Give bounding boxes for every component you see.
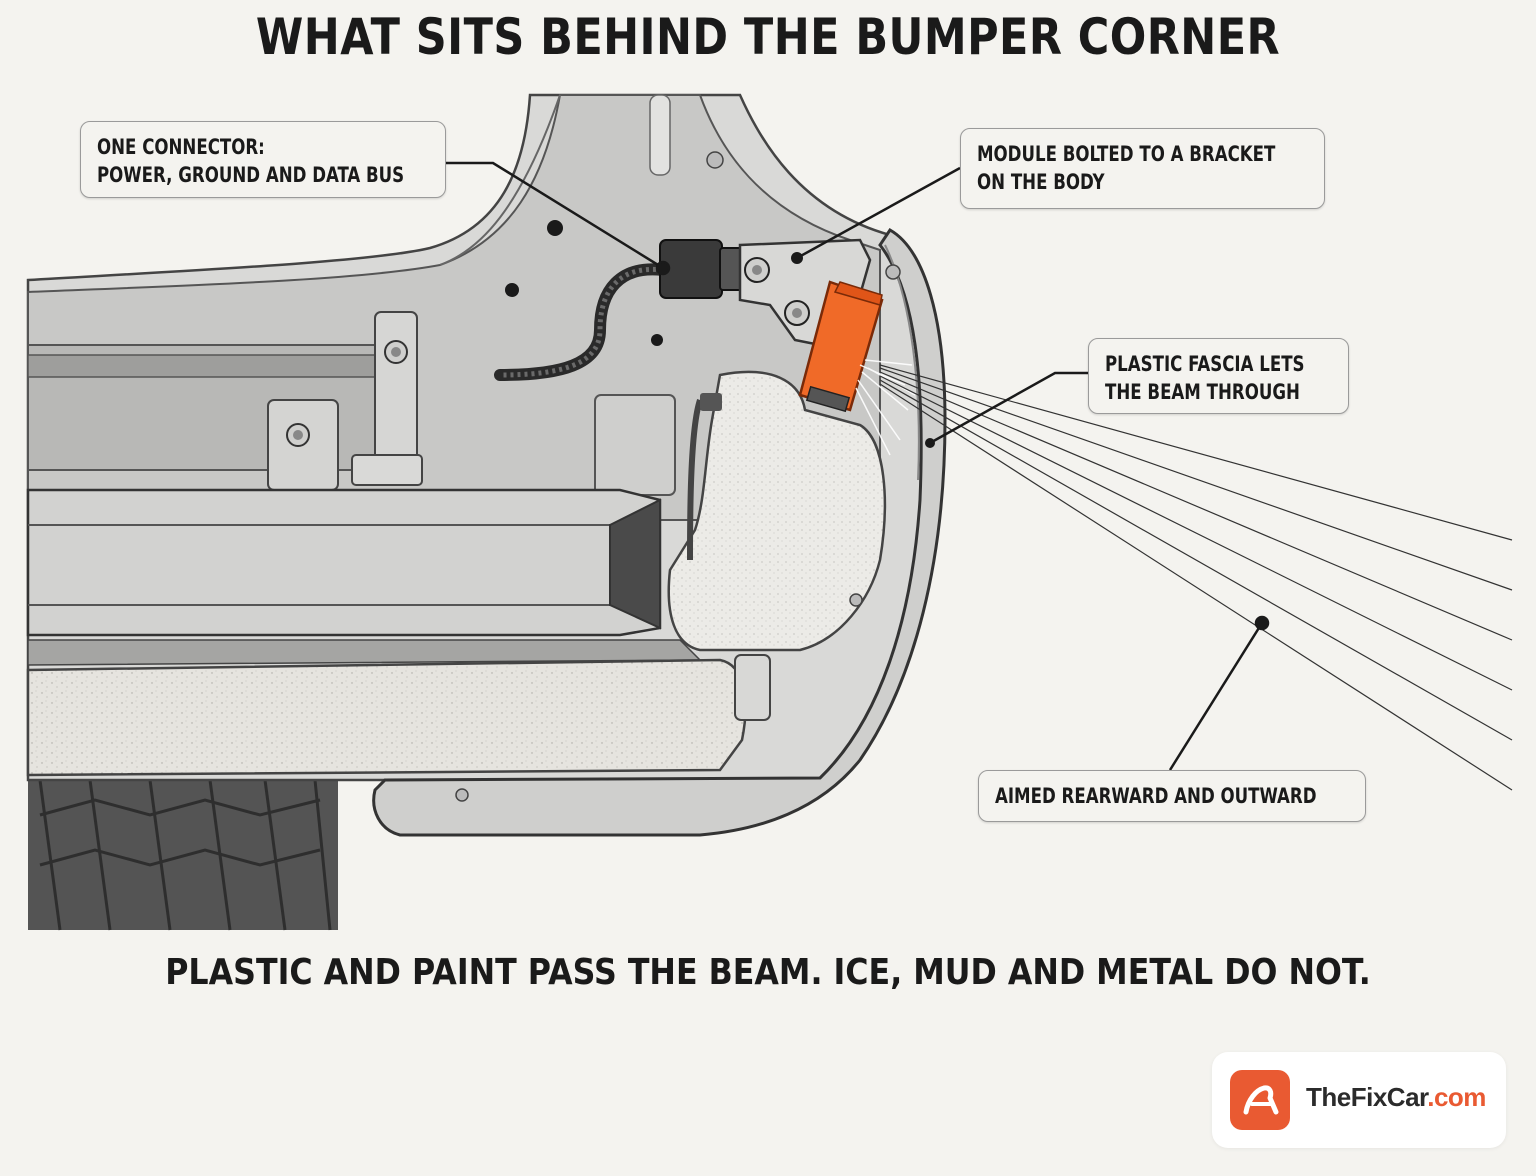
foam-absorber xyxy=(26,654,771,777)
radar-beam-lines xyxy=(879,364,1513,791)
logo-name: TheFixCar xyxy=(1306,1082,1428,1112)
wiring-harness xyxy=(494,263,669,381)
callout-module: MODULE BOLTED TO A BRACKET ON THE BODY xyxy=(960,128,1325,209)
callout-fascia-line2: THE BEAM THROUGH xyxy=(1105,380,1300,404)
callout-module-line1: MODULE BOLTED TO A BRACKET xyxy=(977,142,1276,166)
radar-module xyxy=(798,280,884,413)
callout-fascia: PLASTIC FASCIA LETS THE BEAM THROUGH xyxy=(1088,338,1349,414)
callout-connector-line1: ONE CONNECTOR: xyxy=(97,135,265,159)
logo-wordmark: TheFixCar.com xyxy=(1306,1082,1486,1113)
bottom-caption: PLASTIC AND PAINT PASS THE BEAM. ICE, MU… xyxy=(165,952,1371,993)
logo-tld: .com xyxy=(1427,1082,1486,1112)
callout-module-line2: ON THE BODY xyxy=(977,170,1105,194)
callout-aim-line1: AIMED REARWARD AND OUTWARD xyxy=(995,784,1317,808)
bumper-beam xyxy=(26,488,702,666)
page-title: WHAT SITS BEHIND THE BUMPER CORNER xyxy=(255,8,1281,66)
tfc-logo-icon xyxy=(1230,1070,1290,1130)
leader-lines xyxy=(445,161,1270,771)
callout-connector: ONE CONNECTOR: POWER, GROUND AND DATA BU… xyxy=(80,121,446,198)
callout-connector-line2: POWER, GROUND AND DATA BUS xyxy=(97,163,405,187)
radar-beam-burst xyxy=(855,359,916,456)
site-logo: TheFixCar.com xyxy=(1212,1052,1506,1148)
callout-fascia-line1: PLASTIC FASCIA LETS xyxy=(1105,352,1305,376)
callout-aim: AIMED REARWARD AND OUTWARD xyxy=(978,770,1366,822)
bumper-fascia xyxy=(372,228,947,837)
side-foam-block xyxy=(667,370,887,652)
tire xyxy=(28,770,338,931)
